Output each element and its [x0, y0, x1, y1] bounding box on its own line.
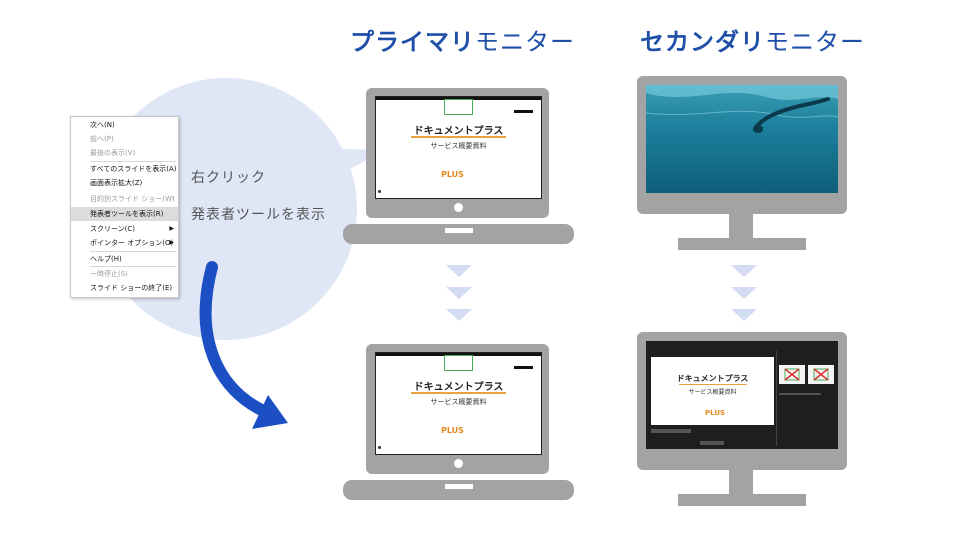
- slide-title: ドキュメントプラス: [676, 374, 749, 383]
- laptop-base: [343, 480, 574, 500]
- slide-screen: ドキュメントプラス サービス概要資料 PLUS: [375, 96, 542, 199]
- slide-logo: PLUS: [441, 426, 464, 435]
- submenu-arrow-icon: ›: [171, 195, 174, 202]
- slide-title-underline: [679, 384, 747, 385]
- menu-separator: [90, 251, 176, 252]
- menu-item-show-presenter-view[interactable]: 発表者ツールを表示(R): [71, 207, 178, 221]
- slide-corner-bar: [514, 110, 533, 113]
- presenter-notes-divider: [776, 351, 777, 446]
- presenter-next-slide: [808, 365, 834, 384]
- menu-separator: [90, 161, 176, 162]
- slide-title: ドキュメントプラス: [413, 126, 504, 137]
- secondary-title-rest: モニター: [765, 28, 865, 56]
- slide-title-underline: [411, 392, 506, 394]
- slide-subtitle: サービス概要資料: [430, 142, 487, 150]
- right-click-label: 右クリック: [191, 170, 266, 186]
- menu-item-previous[interactable]: 前へ(P): [90, 135, 114, 143]
- presenter-toolbar: [651, 429, 691, 433]
- slide-top-bar: [376, 353, 541, 356]
- slide-subtitle: サービス概要資料: [688, 389, 737, 396]
- slide-dot: [378, 446, 381, 449]
- monitor-stand: [678, 238, 806, 250]
- down-chevrons-icon: [446, 265, 472, 321]
- slide-title: ドキュメントプラス: [413, 382, 504, 393]
- menu-item-screen[interactable]: スクリーン(C)▶: [71, 222, 178, 236]
- primary-title-rest: モニター: [475, 28, 575, 56]
- menu-item-pause[interactable]: 一時停止(S): [90, 270, 128, 278]
- laptop-base: [343, 224, 574, 244]
- monitor-neck: [729, 468, 753, 498]
- presenter-current-slide: ドキュメントプラス サービス概要資料 PLUS: [651, 357, 774, 425]
- secondary-monitor-title: セカンダリモニター: [640, 22, 865, 57]
- presenter-notes-line: [779, 393, 821, 395]
- submenu-arrow-icon: ▶: [169, 239, 174, 246]
- presenter-nav-controls: [700, 441, 724, 445]
- slide-screen: ドキュメントプラス サービス概要資料 PLUS: [375, 352, 542, 455]
- context-menu: 次へ(N) 前へ(P) 最後の表示(V) すべてのスライドを表示(A) 画面表示…: [70, 116, 179, 298]
- callout-pointer: [300, 148, 386, 190]
- primary-title-bold: プライマリ: [350, 28, 475, 56]
- menu-item-zoom[interactable]: 画面表示拡大(Z): [90, 179, 143, 187]
- logo-text: PLUS: [705, 409, 726, 417]
- slide-title-underline: [411, 136, 506, 138]
- laptop-trackpad: [445, 484, 473, 489]
- menu-item-end-show[interactable]: スライド ショーの終了(E): [90, 284, 173, 292]
- monitor-stand: [678, 494, 806, 506]
- laptop-trackpad: [445, 228, 473, 233]
- logo-text: PLUS: [441, 170, 464, 179]
- slide-top-bar: [376, 97, 541, 100]
- logo-text: PLUS: [441, 426, 464, 435]
- slide-thumb-frame: [444, 99, 473, 115]
- down-chevrons-icon: [731, 265, 757, 321]
- slide-corner-bar: [514, 366, 533, 369]
- laptop-camera: [454, 459, 463, 468]
- menu-separator: [90, 266, 176, 267]
- menu-item-pointer-options[interactable]: ポインター オプション(O)▶: [71, 236, 178, 250]
- menu-item-custom-show[interactable]: 目的別スライド ショー(W)›: [71, 192, 178, 206]
- curved-arrow-icon: [199, 261, 288, 429]
- slide-thumb-frame: [444, 355, 473, 371]
- slide-dot: [378, 190, 381, 193]
- slide-logo: PLUS: [705, 409, 725, 417]
- menu-item-see-all-slides[interactable]: すべてのスライドを表示(A): [90, 165, 177, 173]
- laptop-camera: [454, 203, 463, 212]
- submenu-arrow-icon: ▶: [169, 225, 174, 232]
- menu-item-last-viewed[interactable]: 最後の表示(V): [90, 149, 136, 157]
- underwater-image: [646, 85, 838, 193]
- secondary-title-bold: セカンダリ: [640, 28, 765, 56]
- monitor-neck: [729, 212, 753, 242]
- presenter-view: ドキュメントプラス サービス概要資料 PLUS: [646, 341, 838, 449]
- menu-item-help[interactable]: ヘルプ(H): [90, 255, 122, 263]
- slide-subtitle: サービス概要資料: [430, 398, 487, 406]
- slide-logo: PLUS: [441, 170, 464, 179]
- show-presenter-label: 発表者ツールを表示: [191, 207, 326, 223]
- menu-item-next[interactable]: 次へ(N): [90, 121, 115, 129]
- presenter-next-slide: [779, 365, 805, 384]
- primary-monitor-title: プライマリモニター: [350, 22, 575, 57]
